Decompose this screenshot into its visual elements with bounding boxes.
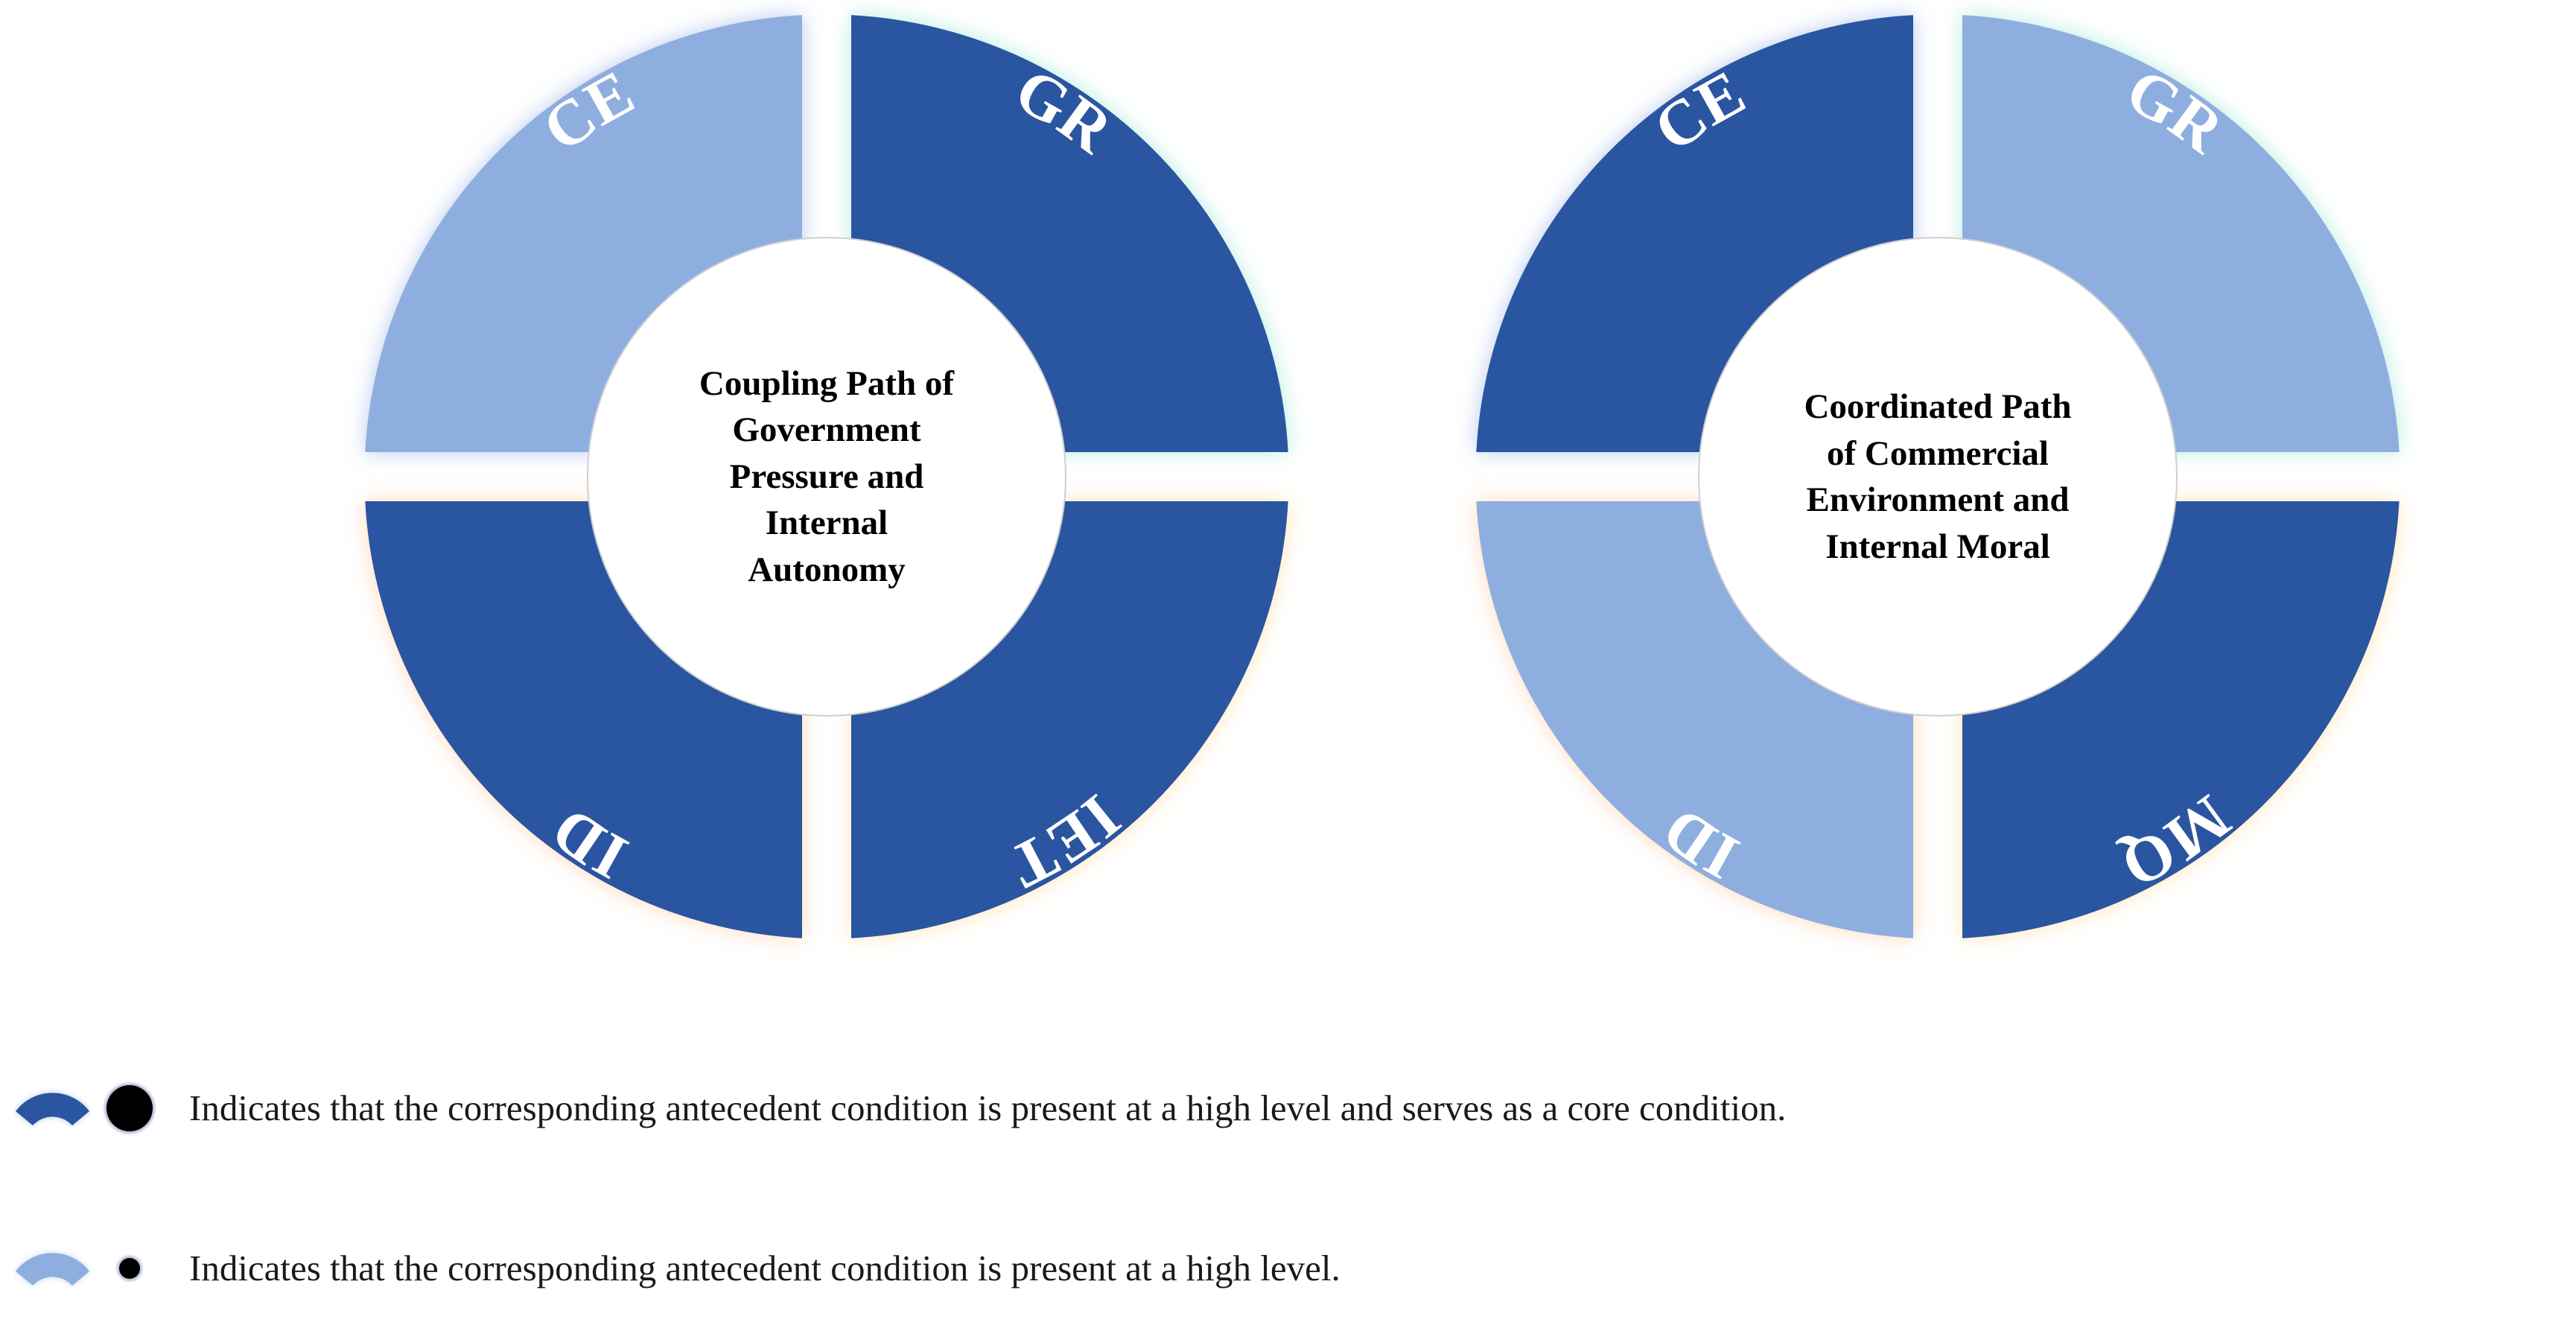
donut-chart-coordinated-path: CE GR MQ ID Coord (1431, 0, 2444, 983)
arc-swatch-icon-high (16, 1252, 89, 1286)
legend-dot-wrap-high (95, 1257, 164, 1279)
segment-arc-d1-id (365, 501, 802, 938)
high-level-dot-icon (119, 1257, 140, 1279)
segment-d2-ce[interactable] (1476, 15, 1913, 453)
center-circle-coupling-path: Coupling Path of Government Pressure and… (587, 237, 1066, 716)
legend-dot-wrap-core (95, 1084, 164, 1131)
segment-arc-d2-id (1476, 501, 1913, 938)
legend: Indicates that the corresponding anteced… (0, 1054, 2576, 1322)
segment-arc-d1-ce (365, 15, 802, 453)
segment-arc-d2-ce (1476, 15, 1913, 453)
segment-arc-d1-iet (851, 501, 1288, 938)
legend-swatch-wrap-high (13, 1244, 95, 1293)
legend-swatch-wrap-core (13, 1084, 95, 1133)
donut-chart-coupling-path: CE GR IET ID Coup (320, 0, 1333, 983)
segment-arc-d1-gr (851, 15, 1288, 453)
center-title-coordinated-path: Coordinated Path of Commercial Environme… (1804, 387, 2072, 566)
segment-d1-ce[interactable] (365, 15, 802, 453)
segment-arc-d2-gr (1962, 15, 2400, 453)
legend-label-core-condition: Indicates that the corresponding anteced… (189, 1087, 1787, 1128)
segment-arc-d2-mq (1962, 501, 2400, 938)
segment-d2-mq[interactable] (1962, 501, 2400, 938)
segment-d1-gr[interactable] (851, 15, 1288, 453)
segment-d1-iet[interactable] (851, 501, 1288, 938)
center-circle-coordinated-path: Coordinated Path of Commercial Environme… (1698, 237, 2178, 716)
legend-label-high-level: Indicates that the corresponding anteced… (189, 1248, 1341, 1289)
core-condition-dot-icon (106, 1084, 153, 1131)
legend-item-high-level: Indicates that the corresponding anteced… (0, 1214, 2576, 1322)
arc-swatch-icon-core (16, 1092, 89, 1125)
legend-item-core-condition: Indicates that the corresponding anteced… (0, 1054, 2576, 1162)
segment-d2-gr[interactable] (1962, 15, 2400, 453)
segment-d2-id[interactable] (1476, 501, 1913, 938)
center-title-coupling-path: Coupling Path of Government Pressure and… (699, 363, 955, 589)
segment-d1-id[interactable] (365, 501, 802, 938)
